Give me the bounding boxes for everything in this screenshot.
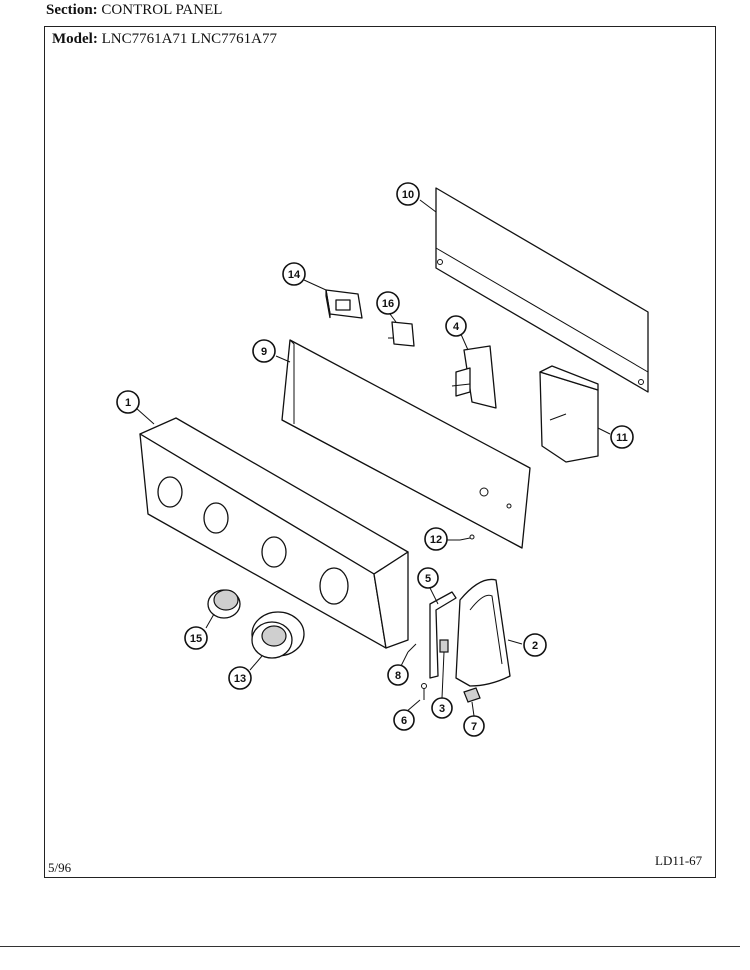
svg-text:13: 13 xyxy=(234,673,246,685)
callout-9: 9 xyxy=(252,339,276,363)
callout-15: 15 xyxy=(184,626,208,650)
svg-text:8: 8 xyxy=(395,670,401,682)
callout-12: 12 xyxy=(424,527,448,551)
callout-11: 11 xyxy=(610,425,634,449)
part-11-timer xyxy=(539,365,599,463)
part-16-small-switch xyxy=(388,321,415,347)
part-2-end-cap xyxy=(455,578,511,687)
callout-4: 4 xyxy=(445,315,467,337)
svg-text:15: 15 xyxy=(190,633,202,645)
svg-text:4: 4 xyxy=(453,321,460,333)
section-label: Section: xyxy=(46,2,98,18)
section-value: CONTROL PANEL xyxy=(101,2,223,18)
svg-text:16: 16 xyxy=(382,298,394,310)
part-3-clip xyxy=(439,639,449,653)
callout-7: 7 xyxy=(463,715,485,737)
callout-6: 6 xyxy=(393,709,415,731)
svg-text:12: 12 xyxy=(430,534,442,546)
svg-text:6: 6 xyxy=(401,715,407,727)
model-value: LNC7761A71 LNC7761A77 xyxy=(101,31,277,47)
callout-3: 3 xyxy=(431,697,453,719)
callout-1: 1 xyxy=(116,390,140,414)
part-13-dial xyxy=(251,611,305,659)
callout-16: 16 xyxy=(376,291,400,315)
leader-lines xyxy=(135,199,611,717)
part-4-timer-bracket xyxy=(451,345,497,409)
part-7-bracket xyxy=(463,687,481,703)
part-12-screw xyxy=(459,534,475,541)
part-9-panel-backing xyxy=(281,339,531,549)
section-title: Section: CONTROL PANEL xyxy=(46,2,222,19)
svg-text:11: 11 xyxy=(616,432,628,444)
part-10-rear-panel xyxy=(435,187,649,393)
part-15-knob xyxy=(207,589,241,619)
callout-5: 5 xyxy=(417,567,439,589)
svg-text:5: 5 xyxy=(425,573,431,585)
svg-text:9: 9 xyxy=(261,346,267,358)
callout-14: 14 xyxy=(282,262,306,286)
footer-page-code: LD11-67 xyxy=(655,853,703,868)
part-6-screw xyxy=(421,683,427,700)
callout-10: 10 xyxy=(396,182,420,206)
part-1-console xyxy=(139,417,409,649)
footer-date: 5/96 xyxy=(48,860,72,875)
svg-text:10: 10 xyxy=(402,189,414,201)
svg-text:3: 3 xyxy=(439,703,445,715)
part-14-switch xyxy=(325,289,363,319)
callout-13: 13 xyxy=(228,666,252,690)
svg-text:7: 7 xyxy=(471,721,477,733)
model-label: Model: xyxy=(52,31,98,47)
diagram-frame xyxy=(44,26,716,878)
callout-2: 2 xyxy=(523,633,547,657)
svg-text:1: 1 xyxy=(125,397,131,409)
svg-text:2: 2 xyxy=(532,640,538,652)
model-line: Model: LNC7761A71 LNC7761A77 xyxy=(52,31,277,48)
callout-8: 8 xyxy=(387,664,409,686)
part-8-screw xyxy=(407,643,417,653)
svg-text:14: 14 xyxy=(288,269,301,281)
bottom-rule xyxy=(0,946,740,947)
part-5-trim-strip xyxy=(429,591,457,679)
